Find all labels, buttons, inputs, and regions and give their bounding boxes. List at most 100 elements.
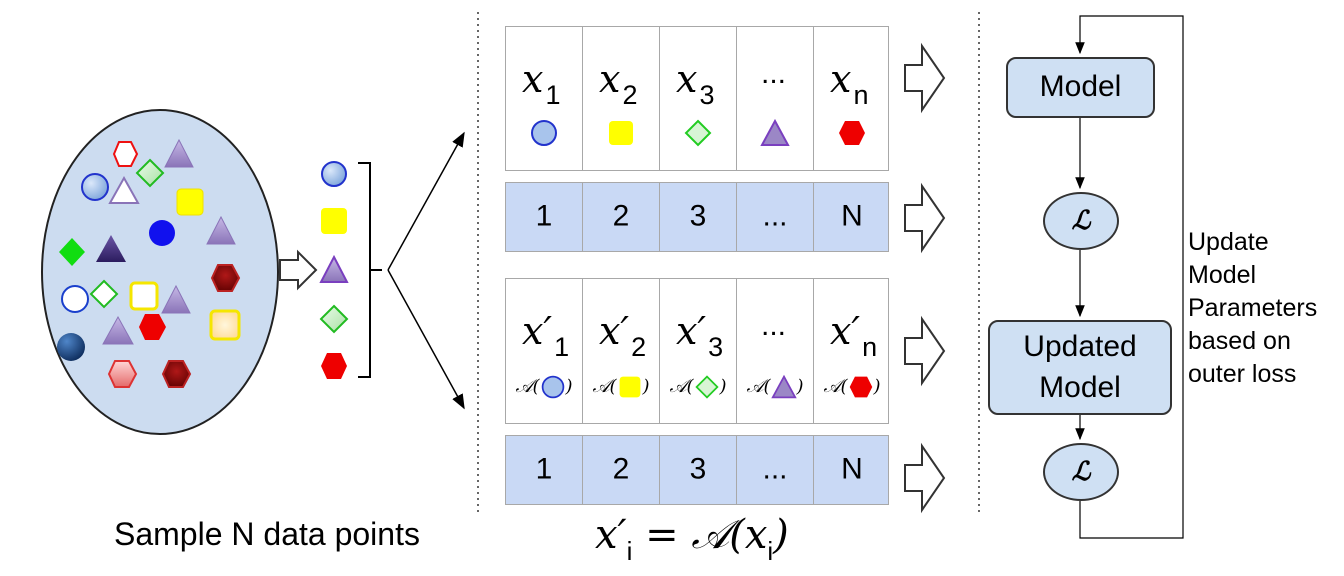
index-cell-5: N: [814, 436, 890, 504]
triangle-purple-dark: [96, 235, 126, 262]
sampled-points: [319, 161, 349, 379]
update-text-line: outer loss: [1188, 360, 1297, 388]
green-diamond-icon: [684, 119, 712, 147]
aug-cell-4: ... 𝒜(): [737, 279, 814, 423]
index-cell-3: 3: [660, 183, 737, 251]
square-outline-yellow: [129, 281, 159, 311]
var-cell-2: x2: [583, 27, 660, 170]
diamond-green-light: [135, 158, 165, 188]
variables-table: x1 x2 x3... xn: [505, 26, 889, 171]
triangle-purple: [161, 284, 191, 314]
hexagon-red-dark: [161, 360, 192, 388]
index-label: ...: [762, 199, 788, 233]
hexagon-red-solid: [139, 314, 166, 340]
index-label: 1: [535, 452, 553, 486]
index-label: 3: [689, 452, 707, 486]
diamond-outline-green: [89, 279, 119, 309]
index-cell-2: 2: [583, 183, 660, 251]
augmentation-expression: 𝒜(): [506, 374, 582, 400]
flow-lines: [1075, 15, 1184, 539]
circle-navy: [57, 333, 85, 361]
triangle-purple: [164, 138, 194, 168]
var-cell-1: x1: [506, 27, 583, 170]
split-arrow-up: [387, 131, 465, 271]
var-cell-3: x3: [660, 27, 737, 170]
index-cell-1: 1: [506, 183, 583, 251]
augmentation-expression: 𝒜(): [660, 374, 736, 400]
purple-triangle-icon: [770, 374, 797, 399]
circle-blue-light: [81, 173, 109, 201]
augmentation-expression: 𝒜(): [737, 374, 813, 400]
index-label: 3: [689, 199, 707, 233]
index-cell-4: ...: [737, 183, 814, 251]
blue-circle-icon: [541, 375, 564, 399]
data-pool-ellipse: [41, 109, 279, 435]
diamond-green-solid: [59, 238, 85, 266]
purple-triangle-icon: [760, 118, 790, 146]
triangle-outline-purple: [108, 175, 140, 204]
circle-outline-blue: [61, 285, 89, 313]
index-label: 2: [612, 199, 630, 233]
variable-label: x3: [676, 57, 715, 110]
red-hexagon-icon: [839, 121, 865, 145]
hexagon-outline-red: [112, 141, 139, 167]
index-cell-1: 1: [506, 436, 583, 504]
square-cream: [209, 309, 241, 341]
index-label: N: [841, 199, 863, 233]
var-cell-4: ...: [737, 27, 814, 170]
loss-node-2: ℒ: [1043, 443, 1119, 501]
hexagon-red-light: [107, 360, 138, 388]
block-arrows-right: [904, 42, 946, 514]
sample-bracket: [358, 162, 371, 378]
augmentation-expression: 𝒜(): [814, 374, 890, 400]
augmented-variable: ...: [761, 309, 787, 342]
augmented-variable: x′3: [676, 309, 724, 362]
augmentation-expression: 𝒜(): [583, 374, 659, 400]
index-table-1: 1 2 3... N: [505, 182, 889, 252]
square-yellow: [176, 188, 204, 216]
loss-node-1: ℒ: [1043, 192, 1119, 250]
index-label: 2: [612, 452, 630, 486]
update-text-line: Update: [1188, 228, 1269, 256]
augmented-variable: x′1: [522, 309, 570, 362]
variable-label: ...: [761, 57, 787, 90]
circle-blue-solid: [149, 220, 175, 246]
variable-label: x2: [599, 57, 638, 110]
augmentation-formula: x′i = 𝒜(xi): [595, 512, 789, 566]
split-arrow-down: [387, 269, 465, 410]
index-label: 1: [535, 199, 553, 233]
update-text-line: Parameters: [1188, 294, 1318, 322]
index-label: N: [841, 452, 863, 486]
index-cell-5: N: [814, 183, 890, 251]
update-text-line: based on: [1188, 327, 1291, 355]
index-label: ...: [762, 452, 788, 486]
blue-circle-icon: [531, 120, 557, 146]
yellow-square-icon: [609, 121, 633, 145]
index-cell-3: 3: [660, 436, 737, 504]
index-cell-2: 2: [583, 436, 660, 504]
updated-model-box: Updated Model: [988, 320, 1172, 415]
hexagon-red-dark: [210, 264, 241, 292]
block-arrow-sample: [279, 249, 318, 291]
sample-caption: Sample N data points: [114, 516, 420, 552]
variable-label: xn: [830, 57, 869, 110]
yellow-square-icon: [619, 376, 640, 398]
triangle-purple: [206, 215, 236, 245]
red-hexagon-icon: [849, 376, 872, 398]
augmented-variable: x′2: [599, 309, 647, 362]
triangle-purple: [102, 315, 134, 345]
augmented-variable: x′n: [830, 309, 878, 362]
index-cell-4: ...: [737, 436, 814, 504]
green-diamond-icon: [694, 375, 719, 399]
index-table-2: 1 2 3... N: [505, 435, 889, 505]
update-text-line: Model: [1188, 261, 1257, 289]
data-pool-shapes: [57, 138, 241, 388]
model-box: Model: [1006, 57, 1155, 118]
